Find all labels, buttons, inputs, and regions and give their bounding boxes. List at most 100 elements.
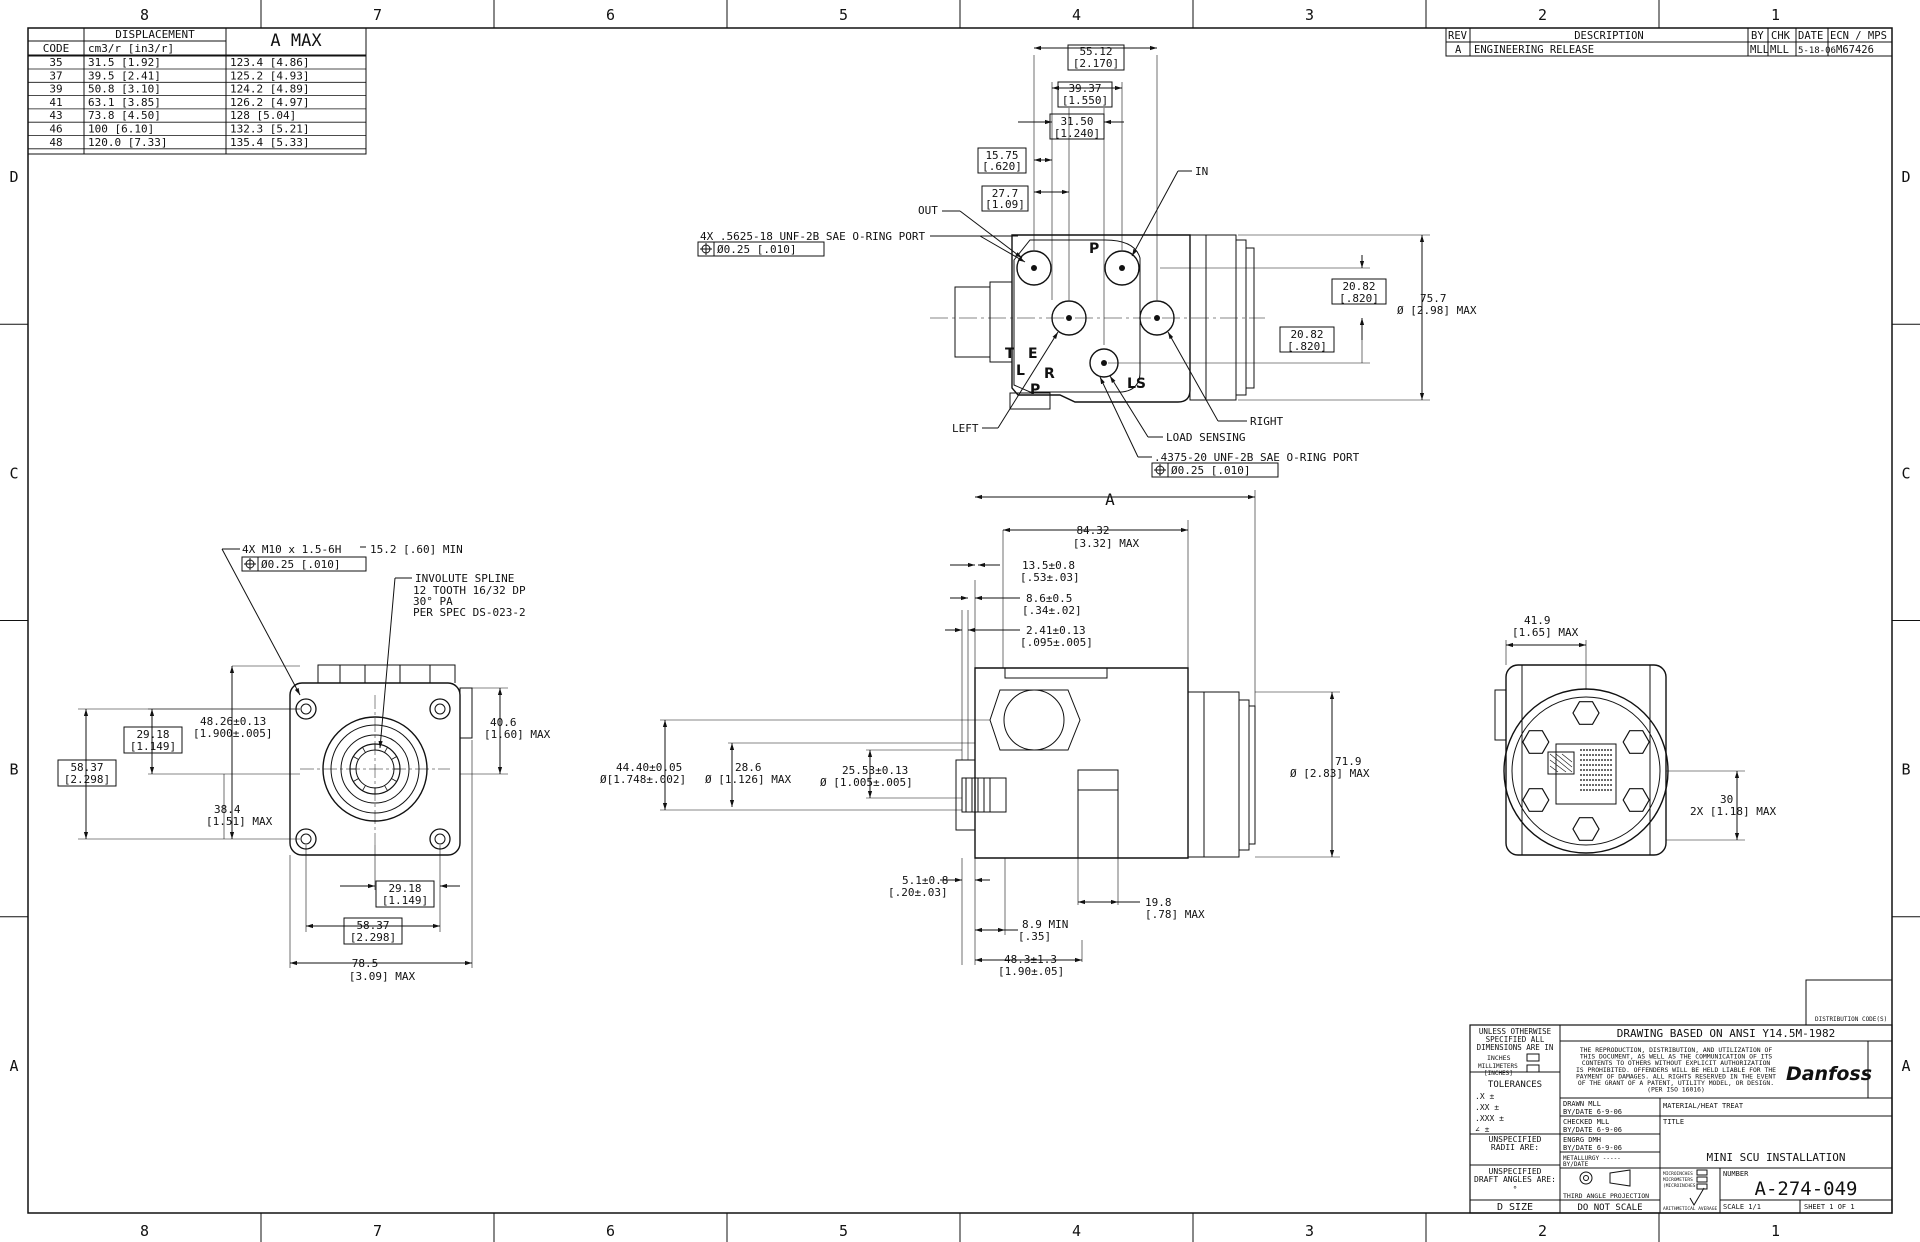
label-in: IN (1195, 165, 1208, 178)
dim-8-6-in: [.34±.02] (1022, 604, 1082, 617)
zone-row-A-left: A (9, 1057, 18, 1075)
zone-row-B-right: B (1901, 761, 1910, 779)
zone-row-C-left: C (9, 464, 18, 482)
unless-2: SPECIFIED ALL (1486, 1035, 1545, 1044)
metallurgy-date: BY/DATE (1563, 1161, 1589, 1168)
table-row-code: 39 (49, 83, 62, 96)
dim-38-4: 38.4 (214, 803, 241, 816)
zone-col-4-bottom: 4 (1072, 1222, 1081, 1240)
dim-20-82-b: 20.82 (1290, 328, 1323, 341)
ansi-note: DRAWING BASED ON ANSI Y14.5M-1982 (1617, 1027, 1836, 1040)
tol-angle: ∠ ± (1475, 1125, 1490, 1134)
tolerances: TOLERANCES (1488, 1080, 1542, 1090)
dim-20-82-a-in: [.820] (1339, 292, 1379, 305)
drawing-number: A-274-049 (1755, 1178, 1858, 1200)
zone-col-6-bottom: 6 (606, 1222, 615, 1240)
dim-40-6-in: [1.60] MAX (484, 728, 551, 741)
table-row-code: 46 (49, 123, 62, 136)
svg-text:Danfoss: Danfoss (1786, 1063, 1872, 1085)
front-view: 4X M10 x 1.5-6H 15.2 [.60] MIN Ø0.25 [.0… (57, 543, 551, 983)
notice-line: IS PROHIBITED. OFFENDERS WILL BE HELD LI… (1576, 1066, 1776, 1074)
rev-header-chk: CHK (1771, 30, 1791, 42)
notice-line: THIS DOCUMENT, AS WELL AS THE COMMUNICAT… (1580, 1053, 1773, 1061)
table-row-disp: 50.8 [3.10] (88, 83, 161, 96)
table-row-disp: 63.1 [3.85] (88, 96, 161, 109)
zone-row-C-right: C (1901, 464, 1910, 482)
dim-a-label: A (1105, 490, 1115, 509)
rev-header-rev: REV (1448, 30, 1468, 42)
port-label-e: E (1028, 346, 1038, 362)
unless-1: UNLESS OTHERWISE (1479, 1027, 1552, 1036)
dim-19-8: 19.8 (1145, 896, 1172, 909)
zone-row-A-right: A (1901, 1057, 1910, 1075)
label-load-sensing: LOAD SENSING (1166, 431, 1245, 444)
zone-col-8-top: 8 (140, 6, 149, 24)
dim-75-7: 75.7 (1420, 292, 1447, 305)
port-label-t: T (1005, 346, 1015, 362)
unless-3: DIMENSIONS ARE IN (1477, 1043, 1554, 1052)
port-label-p2: P (1030, 382, 1040, 398)
dim-58-37-v: 58.37 (70, 761, 103, 774)
table-row-code: 37 (49, 69, 62, 82)
zone-col-4-top: 4 (1072, 6, 1081, 24)
zone-row-D-right: D (1901, 168, 1910, 186)
zone-col-1-bottom: 1 (1771, 1222, 1780, 1240)
dim-8-9-in: [.35] (1018, 930, 1051, 943)
dim-29-18-v-in: [1.149] (130, 740, 176, 753)
dim-20-82-a: 20.82 (1342, 280, 1375, 293)
dim-41-9: 41.9 (1524, 614, 1551, 627)
tol-x: .X ± (1475, 1092, 1494, 1101)
arith-avg: ARITHMETICAL AVERAGE (1663, 1206, 1717, 1212)
dim-8-6: 8.6±0.5 (1026, 592, 1072, 605)
table-row-amax: 132.3 [5.21] (230, 123, 309, 136)
table-row-amax: 125.2 [4.93] (230, 69, 309, 82)
spline-line-3: 30° PA (413, 595, 453, 608)
port-label-p: P (1089, 241, 1099, 257)
dim-13-5-in: [.53±.03] (1020, 571, 1080, 584)
material-label: MATERIAL/HEAT TREAT (1663, 1102, 1744, 1110)
spline-line-4: PER SPEC DS-023-2 (413, 606, 526, 619)
rev-ecn: M67426 (1836, 44, 1874, 56)
port-thread-callout: 4X .5625-18 UNF-2B SAE O-RING PORT (700, 230, 926, 243)
checked-date: BY/DATE 6-9-06 (1563, 1126, 1622, 1134)
engrg-date: BY/DATE 6-9-06 (1563, 1144, 1622, 1152)
dim-41-9-in: [1.65] MAX (1512, 626, 1579, 639)
dim-31-50: 31.50 (1060, 115, 1093, 128)
hex-bolt-icon (1522, 730, 1550, 754)
zone-row-D-left: D (9, 168, 18, 186)
table-row-disp: 39.5 [2.41] (88, 69, 161, 82)
number-label: NUMBER (1723, 1170, 1749, 1178)
dim-15-75-in: [.620] (982, 160, 1022, 173)
finish-2: MICROMETERS (1663, 1177, 1693, 1183)
spline-line-2: 12 TOOTH 16/32 DP (413, 584, 526, 597)
hex-bolt-icon (1522, 788, 1550, 812)
zone-col-8-bottom: 8 (140, 1222, 149, 1240)
zone-col-6-top: 6 (606, 6, 615, 24)
unit-inches: INCHES (1487, 1054, 1511, 1062)
projection-circle-icon (1579, 1171, 1593, 1185)
zone-col-2-top: 2 (1538, 6, 1547, 24)
ls-position-tol: Ø0.25 [.010] (1171, 464, 1250, 477)
displacement-table: DISPLACEMENT CODE cm3/r [in3/r] A MAX 35… (27, 27, 367, 155)
rev-header-date: DATE (1798, 30, 1823, 42)
do-not-scale: DO NOT SCALE (1577, 1203, 1642, 1213)
dim-19-8-in: [.78] MAX (1145, 908, 1205, 921)
sheet: SHEET 1 OF 1 (1804, 1203, 1855, 1211)
dim-78-5: 78.5 (352, 957, 379, 970)
dim-78-5-in: [3.09] MAX (349, 970, 416, 983)
tapped-hole-callout: 4X M10 x 1.5-6H (242, 543, 341, 556)
unit-inches-box (1526, 1053, 1540, 1062)
revision-block: REV DESCRIPTION BY CHK DATE ECN / MPS A … (1445, 27, 1893, 57)
rev-header-description: DESCRIPTION (1574, 30, 1644, 42)
label-out: OUT (918, 204, 938, 217)
dim-55-12-in: [2.170] (1073, 57, 1119, 70)
notice-line: PAYMENT OF DAMAGES. ALL RIGHTS RESERVED … (1576, 1072, 1776, 1080)
rev-value: A (1455, 44, 1462, 56)
notice-line: OF THE GRANT OF A PATENT, UTILITY MODEL,… (1578, 1079, 1774, 1087)
radii-1: UNSPECIFIED (1489, 1135, 1542, 1144)
dim-58-37-h: 58.37 (356, 919, 389, 932)
top-view: P T E L R P LS 55.12 [2.170] 39.37 [1.55… (697, 44, 1477, 478)
